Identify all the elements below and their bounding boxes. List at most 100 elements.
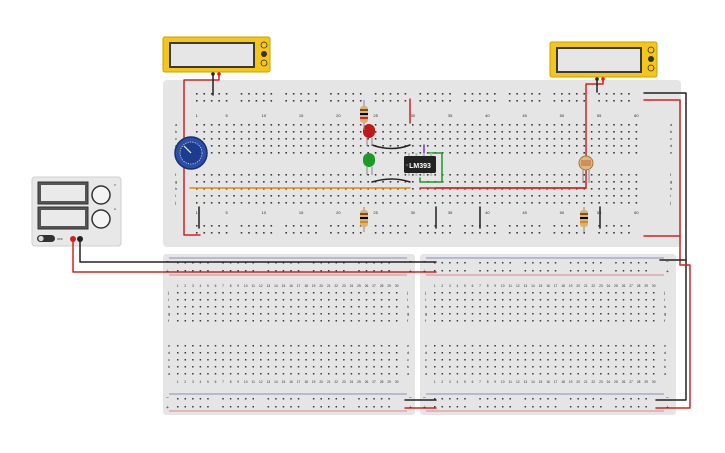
column-number: 17 [554,284,558,288]
wire-green-loop[interactable] [419,152,443,183]
column-number: 14 [274,380,278,384]
row-letter: c [664,357,666,362]
column-number: 1 [434,284,436,288]
wire-right-rail-black[interactable] [643,92,687,401]
bottom-right-breadboard[interactable]: 1122334455667788991010111112121313141415… [420,254,676,415]
row-letter: e [407,343,410,348]
wire-multimeter-left-red[interactable] [183,73,220,236]
column-number: 30 [411,113,416,118]
bottom-left-breadboard-body [163,254,415,415]
column-number: 13 [524,284,528,288]
column-number: 11 [509,380,513,384]
row-letter: i [670,193,671,198]
current-knob[interactable] [91,209,111,229]
column-number: 10 [501,380,505,384]
ic-label: LM393 [409,163,431,170]
column-number: 1 [434,380,436,384]
row-letter: g [168,311,170,316]
multimeter-left-mode-a[interactable] [260,41,268,49]
column-number: 14 [531,284,535,288]
power-supply[interactable]: V A OFF [31,176,122,247]
bottom-left-breadboard[interactable]: 1122334455667788991010111112121313141415… [163,254,415,415]
column-number: 29 [644,380,648,384]
column-number: 6 [472,284,474,288]
row-letter: c [425,357,427,362]
multimeter-left-mode-v[interactable] [261,51,267,57]
column-number: 19 [312,380,316,384]
column-number: 7 [222,284,224,288]
row-letter: d [168,350,170,355]
column-number: 22 [335,284,339,288]
resistor-top[interactable] [360,100,368,130]
wire-jumper-black-top[interactable] [371,144,411,150]
column-number: 21 [327,380,331,384]
column-number: 12 [516,380,520,384]
column-number: 2 [441,380,443,384]
row-letter: c [168,357,170,362]
row-letter: i [664,297,665,302]
column-number: 6 [215,380,217,384]
column-number: 4 [200,380,202,384]
column-number: 10 [244,380,248,384]
column-number: 27 [372,284,376,288]
row-letter: f [175,172,177,177]
led-green[interactable] [363,153,375,175]
column-number: 28 [380,380,384,384]
column-number: 27 [629,284,633,288]
multimeter-left[interactable] [162,36,271,76]
potentiometer[interactable] [174,136,208,170]
bottom-right-breadboard-body [420,254,676,415]
column-number: 13 [267,380,271,384]
led-red[interactable] [363,124,375,146]
row-letter: e [168,343,171,348]
svg-text:V: V [114,183,116,187]
row-letter: h [425,304,427,309]
multimeter-right-mode-a[interactable] [647,46,655,54]
column-number: 40 [485,113,490,118]
column-number: 23 [599,284,603,288]
column-number: 20 [576,380,580,384]
resistor-bottom-2[interactable] [580,207,588,232]
column-number: 2 [441,284,443,288]
wire-right-red-bottom[interactable] [655,235,691,409]
rail-sign: + [166,405,169,411]
column-number: 23 [342,380,346,384]
row-letter: g [670,179,672,184]
multimeter-left-mode-r[interactable] [260,59,268,67]
wire-jumper-black-bottom[interactable] [371,178,411,183]
multimeter-right[interactable] [549,41,658,81]
column-number: 24 [350,380,354,384]
row-letter: j [174,200,176,205]
row-letter: f [168,318,170,323]
column-number: 15 [282,284,286,288]
column-number: 8 [487,380,489,384]
voltage-knob[interactable] [91,185,111,205]
row-letter: e [670,150,673,155]
column-number: 60 [634,210,639,215]
column-number: 8 [487,284,489,288]
row-letter: j [663,290,665,295]
row-letter: h [670,186,672,191]
multimeter-right-mode-v[interactable] [648,56,654,62]
column-number: 10 [244,284,248,288]
wire-ps-red[interactable] [72,238,406,273]
wires[interactable] [72,73,691,409]
column-number: 10 [262,113,267,118]
column-number: 18 [304,380,308,384]
column-number: 20 [336,113,341,118]
wire-ps-black[interactable] [79,238,406,263]
ic-chip[interactable]: LM393 [404,153,436,176]
row-letter: j [424,290,426,295]
wire-right-rail-red[interactable] [643,99,681,237]
photoresistor[interactable] [578,155,594,183]
column-number: 50 [560,210,565,215]
column-number: 25 [373,113,378,118]
bottom-left-breadboard-labels: 1122334455667788991010111112121313141415… [166,257,412,412]
multimeter-right-mode-r[interactable] [647,64,655,72]
column-number: 19 [569,380,573,384]
row-letter: b [425,364,428,369]
rail-sign: − [409,395,412,401]
column-number: 35 [448,113,453,118]
resistor-bottom-1[interactable] [360,207,368,232]
